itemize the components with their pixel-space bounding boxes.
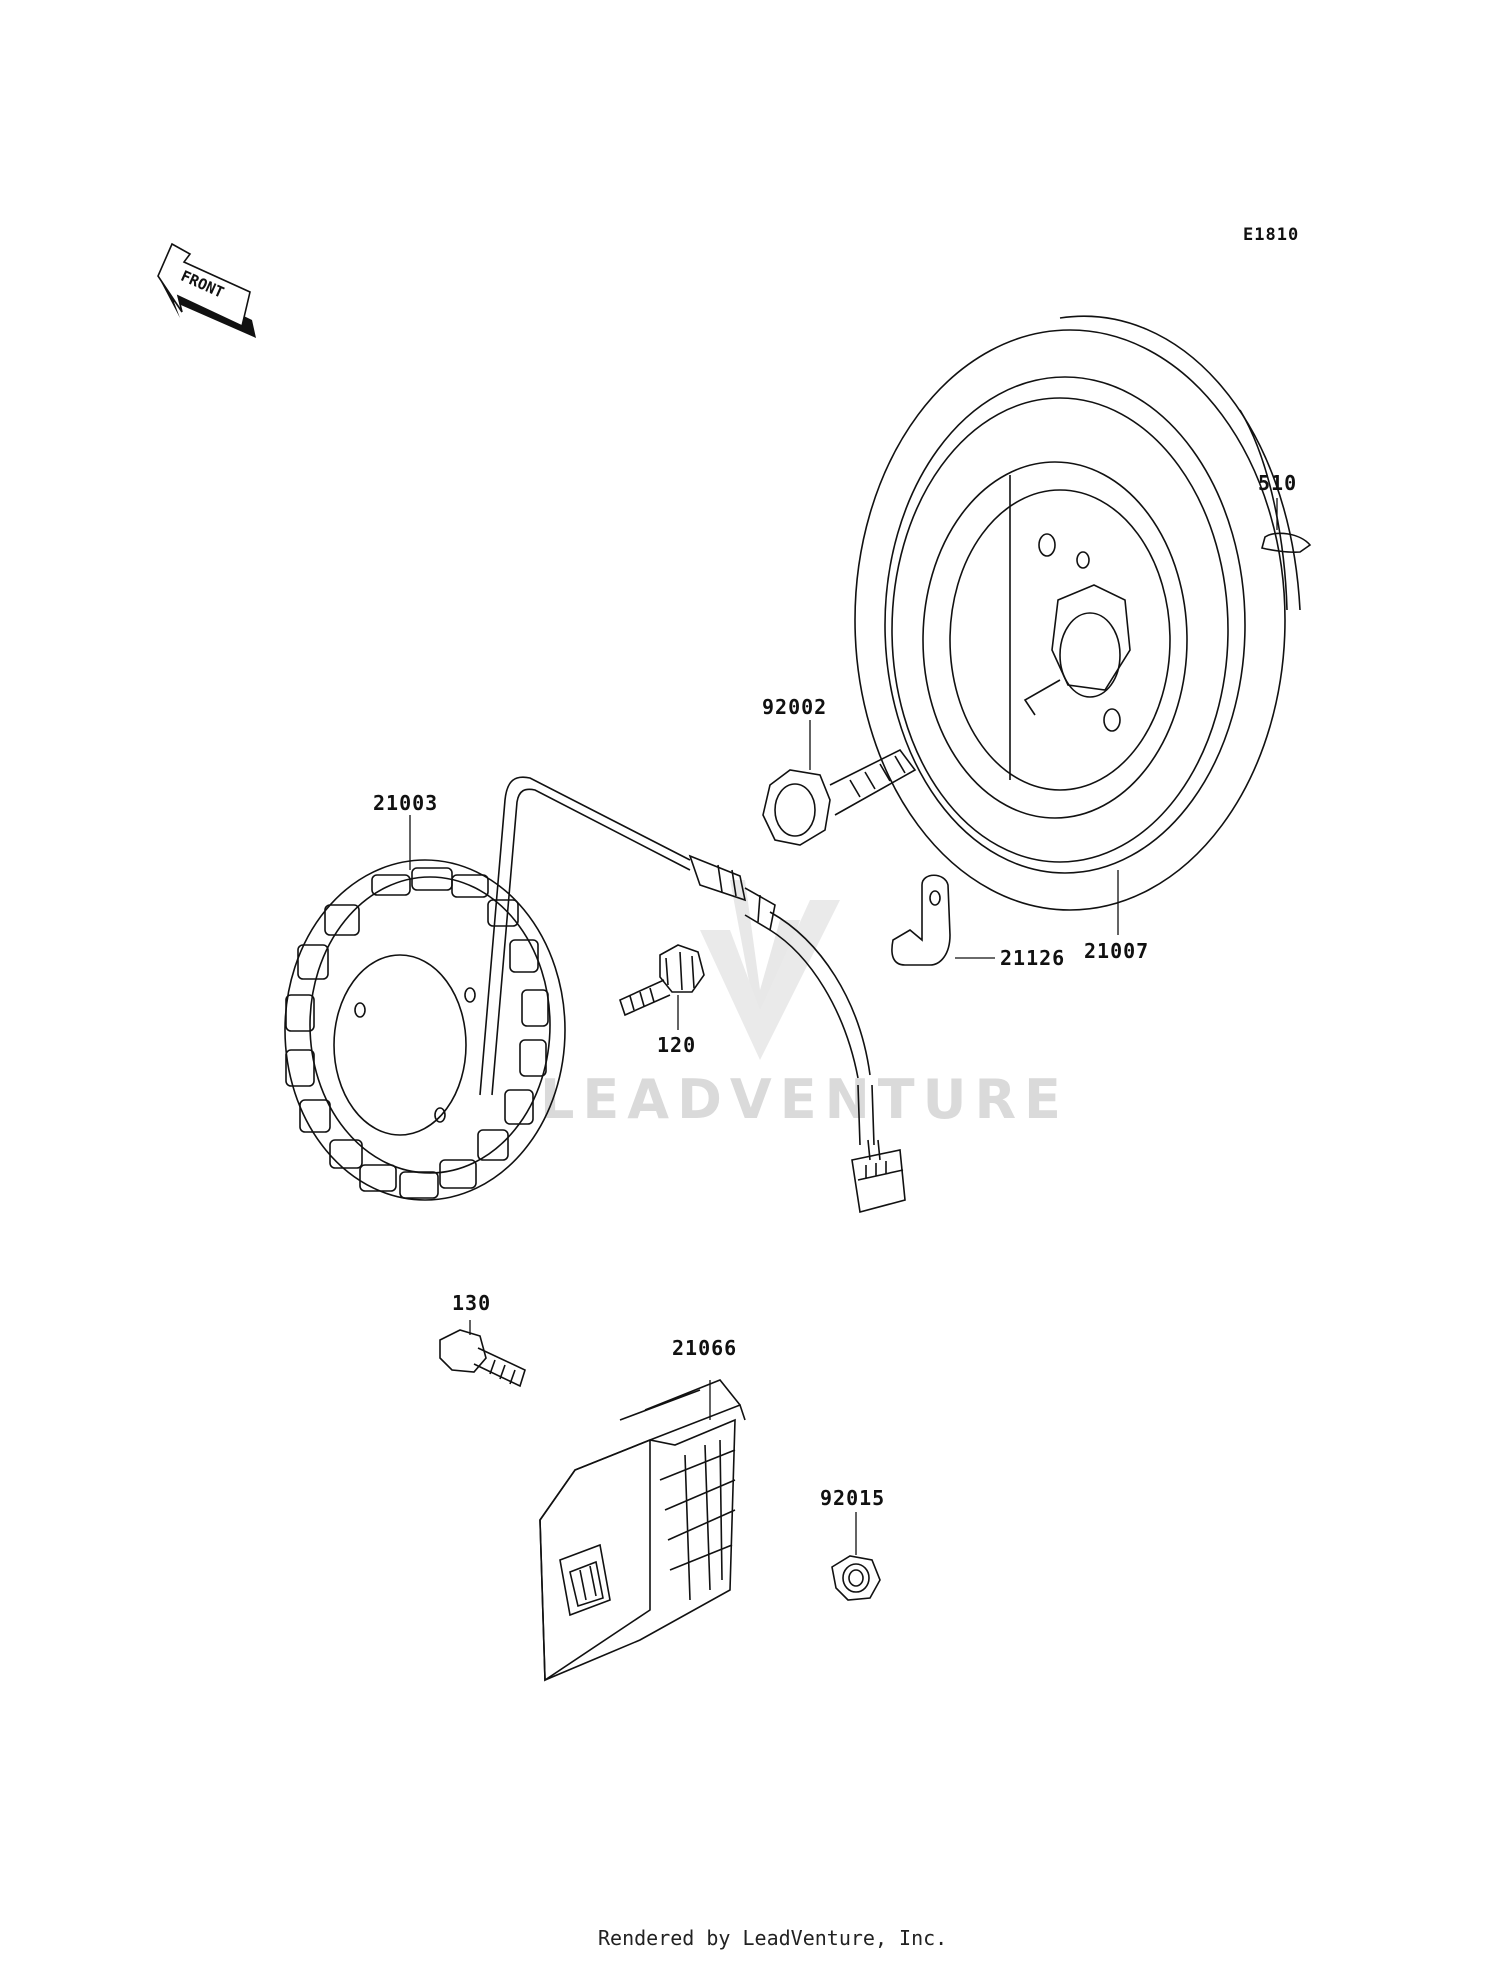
label-21003: 21003 (373, 791, 438, 815)
label-130: 130 (452, 1291, 491, 1315)
diagram-code: E1810 (1243, 225, 1299, 245)
key-510[interactable] (1261, 498, 1312, 553)
label-120: 120 (657, 1033, 696, 1057)
bolt-120[interactable] (619, 944, 705, 1030)
label-92002: 92002 (762, 695, 827, 719)
bolt-130[interactable] (439, 1320, 526, 1388)
footer-credit: Rendered by LeadVenture, Inc. (598, 1926, 947, 1950)
rotor-21007[interactable] (854, 315, 1301, 911)
clamp-21126[interactable] (891, 874, 995, 966)
nut-92015[interactable] (831, 1512, 881, 1601)
watermark-text: LEADVENTURE (540, 1068, 1069, 1131)
label-21066: 21066 (672, 1336, 737, 1360)
label-21007: 21007 (1084, 939, 1149, 963)
label-21126: 21126 (1000, 946, 1065, 970)
bolt-92002[interactable] (762, 720, 917, 846)
regulator-21066[interactable] (539, 1379, 746, 1682)
label-510: 510 (1258, 471, 1297, 495)
label-92015: 92015 (820, 1486, 885, 1510)
stator-21003[interactable] (284, 776, 906, 1214)
front-arrow-icon: FRONT (157, 242, 256, 338)
watermark: LEADVENTURE (540, 880, 1069, 1131)
